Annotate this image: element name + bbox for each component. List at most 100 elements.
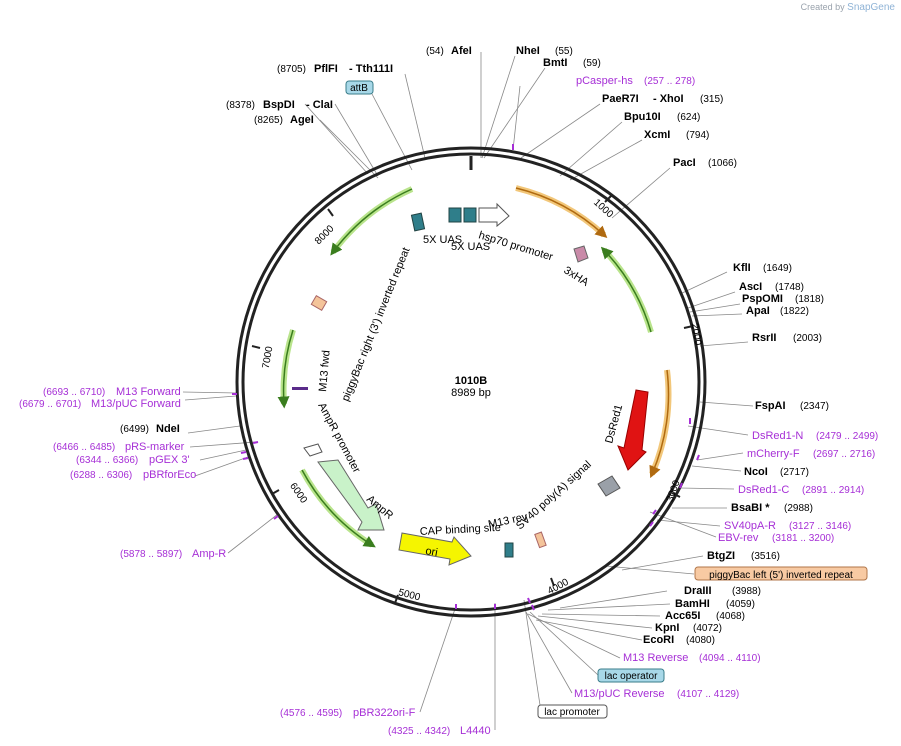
ampr-arrow <box>317 459 385 531</box>
feature-pgex3-pos: (6344 .. 6366) <box>76 455 138 466</box>
enzyme-acc65i-pos: (4068) <box>716 611 745 622</box>
tick-8000: 8000 <box>313 223 337 247</box>
enzyme-nhei: NheI <box>516 45 540 57</box>
feature-dsred1-n-pos: (2479 .. 2499) <box>816 431 878 442</box>
uas-box-2 <box>448 207 462 223</box>
enzyme-fspai-pos: (2347) <box>800 401 829 412</box>
plasmid-size: 8989 bp <box>451 387 491 399</box>
feature-ebv-rev: EBV-rev <box>718 532 759 544</box>
enzyme-kfli: KflI <box>733 262 751 274</box>
enzyme-afei: AfeI <box>451 45 472 57</box>
3xha-marker <box>573 245 589 263</box>
lac-promoter-badge <box>537 704 608 719</box>
ampr-promoter-arrow <box>303 443 323 457</box>
enzyme-btgzi-pos: (3516) <box>751 551 780 562</box>
label-ori: ori <box>424 545 438 559</box>
enzyme-apai: ApaI <box>746 305 770 317</box>
feature-dsred1-c-pos: (2891 .. 2914) <box>802 485 864 496</box>
enzyme-ecori-pos: (4080) <box>686 635 715 646</box>
enzyme-asci: AscI <box>739 281 762 293</box>
enzyme-paci: PacI <box>673 157 696 169</box>
label-3xha: 3xHA <box>561 264 591 289</box>
enzyme-ncoi-pos: (2717) <box>780 467 809 478</box>
enzyme-rsrii: RsrII <box>752 332 776 344</box>
svg-text:lac promoter: lac promoter <box>544 707 600 718</box>
enzyme-afei-pos: (54) <box>426 46 444 57</box>
feature-dsred1-c: DsRed1-C <box>738 484 789 496</box>
enzyme-tth111i: - Tth111I <box>349 63 393 75</box>
enzyme-fspai: FspAI <box>755 400 786 412</box>
tick-5000: 5000 <box>397 587 422 603</box>
cap-marker <box>534 531 547 549</box>
feature-m13-reverse: M13 Reverse <box>623 652 688 664</box>
piggyleft-badge <box>694 566 868 581</box>
label-piggybac-right: piggyBac right (3') inverted repeat <box>340 246 413 403</box>
backbone-outer <box>235 146 707 618</box>
feature-dsred1-n: DsRed1-N <box>752 430 803 442</box>
enzyme-kpni-pos: (4072) <box>693 623 722 634</box>
green-arc-right <box>601 247 654 333</box>
svg-text:lac operator: lac operator <box>605 671 658 682</box>
enzyme-bmti: BmtI <box>543 57 567 69</box>
enzyme-bspdi: BspDI <box>263 99 295 111</box>
enzyme-bamhi: BamHI <box>675 598 710 610</box>
feature-mcherry-f: mCherry-F <box>747 448 800 460</box>
feature-prs-marker-pos: (6466 .. 6485) <box>53 442 115 453</box>
enzyme-xcmi-pos: (794) <box>686 130 709 141</box>
feature-pgex3: pGEX 3' <box>149 454 190 466</box>
enzyme-nhei-pos: (55) <box>555 46 573 57</box>
feature-ebv-rev-pos: (3181 .. 3200) <box>772 533 834 544</box>
enzyme-acc65i: Acc65I <box>665 610 700 622</box>
sv40-marker <box>597 475 621 497</box>
feature-pcasper-pos: (257 .. 278) <box>644 76 695 87</box>
enzyme-bpu10i: Bpu10I <box>624 111 661 123</box>
feature-sv40pa-r-pos: (3127 .. 3146) <box>789 521 851 532</box>
tick-1000: 1000 <box>591 197 615 220</box>
enzyme-draiii: DraIII <box>684 585 712 597</box>
piggyright-marker <box>310 294 328 312</box>
label-5x-uas-2: 5X UAS <box>451 241 490 253</box>
backbone-inner <box>241 152 701 612</box>
enzyme-bpu10i-pos: (624) <box>677 112 700 123</box>
feature-pbr322ori-f-pos: (4576 .. 4595) <box>280 708 342 719</box>
enzyme-ndei-pos: (6499) <box>120 424 149 435</box>
enzyme-clai: - ClaI <box>306 99 333 111</box>
enzyme-kfli-pos: (1649) <box>763 263 792 274</box>
uas-box-3 <box>463 207 477 223</box>
feature-pbrforeco: pBRforEco <box>143 469 196 481</box>
enzyme-kpni: KpnI <box>655 622 679 634</box>
enzyme-paer7i: PaeR7I <box>602 93 639 105</box>
enzyme-pflfi-pos: (8705) <box>277 64 306 75</box>
enzyme-rsrii-pos: (2003) <box>793 333 822 344</box>
hsp70-promoter-arrow <box>478 202 510 228</box>
ori-arrow <box>398 532 472 566</box>
feature-pbrforeco-pos: (6288 .. 6306) <box>70 470 132 481</box>
enzyme-pspomi-pos: (1818) <box>795 294 824 305</box>
enzyme-pspomi: PspOMI <box>742 293 783 305</box>
enzyme-draiii-pos: (3988) <box>732 586 761 597</box>
leader-lines <box>182 52 754 730</box>
enzyme-agei-pos: (8265) <box>254 115 283 126</box>
m13fwd-marker <box>292 387 308 390</box>
feature-amp-r-pos: (5878 .. 5897) <box>120 549 182 560</box>
enzyme-ndei: NdeI <box>156 423 180 435</box>
snapgene-logo: SnapGene <box>847 2 895 13</box>
feature-m13-reverse-pos: (4094 .. 4110) <box>699 653 761 664</box>
primer-marks <box>232 144 700 611</box>
enzyme-asci-pos: (1748) <box>775 282 804 293</box>
feature-pbr322ori-f: pBR322ori-F <box>353 707 416 719</box>
enzyme-bmti-pos: (59) <box>583 58 601 69</box>
feature-l4440: L4440 <box>460 725 491 737</box>
feature-l4440-pos: (4325 .. 4342) <box>388 726 450 737</box>
feature-m13-puc-forward-pos: (6679 .. 6701) <box>19 399 81 410</box>
feature-prs-marker: pRS-marker <box>125 441 185 453</box>
tick-6000: 6000 <box>287 481 309 506</box>
enzyme-pflfi: PflFI <box>314 63 338 75</box>
label-cap: CAP binding site <box>420 522 502 538</box>
label-dsred: DsRed1 <box>603 403 625 445</box>
feature-m13-puc-reverse-pos: (4107 .. 4129) <box>677 689 739 700</box>
tick-2000: 2000 <box>689 322 704 346</box>
enzyme-xcmi: XcmI <box>644 129 670 141</box>
feature-m13-puc-reverse: M13/pUC Reverse <box>574 688 664 700</box>
